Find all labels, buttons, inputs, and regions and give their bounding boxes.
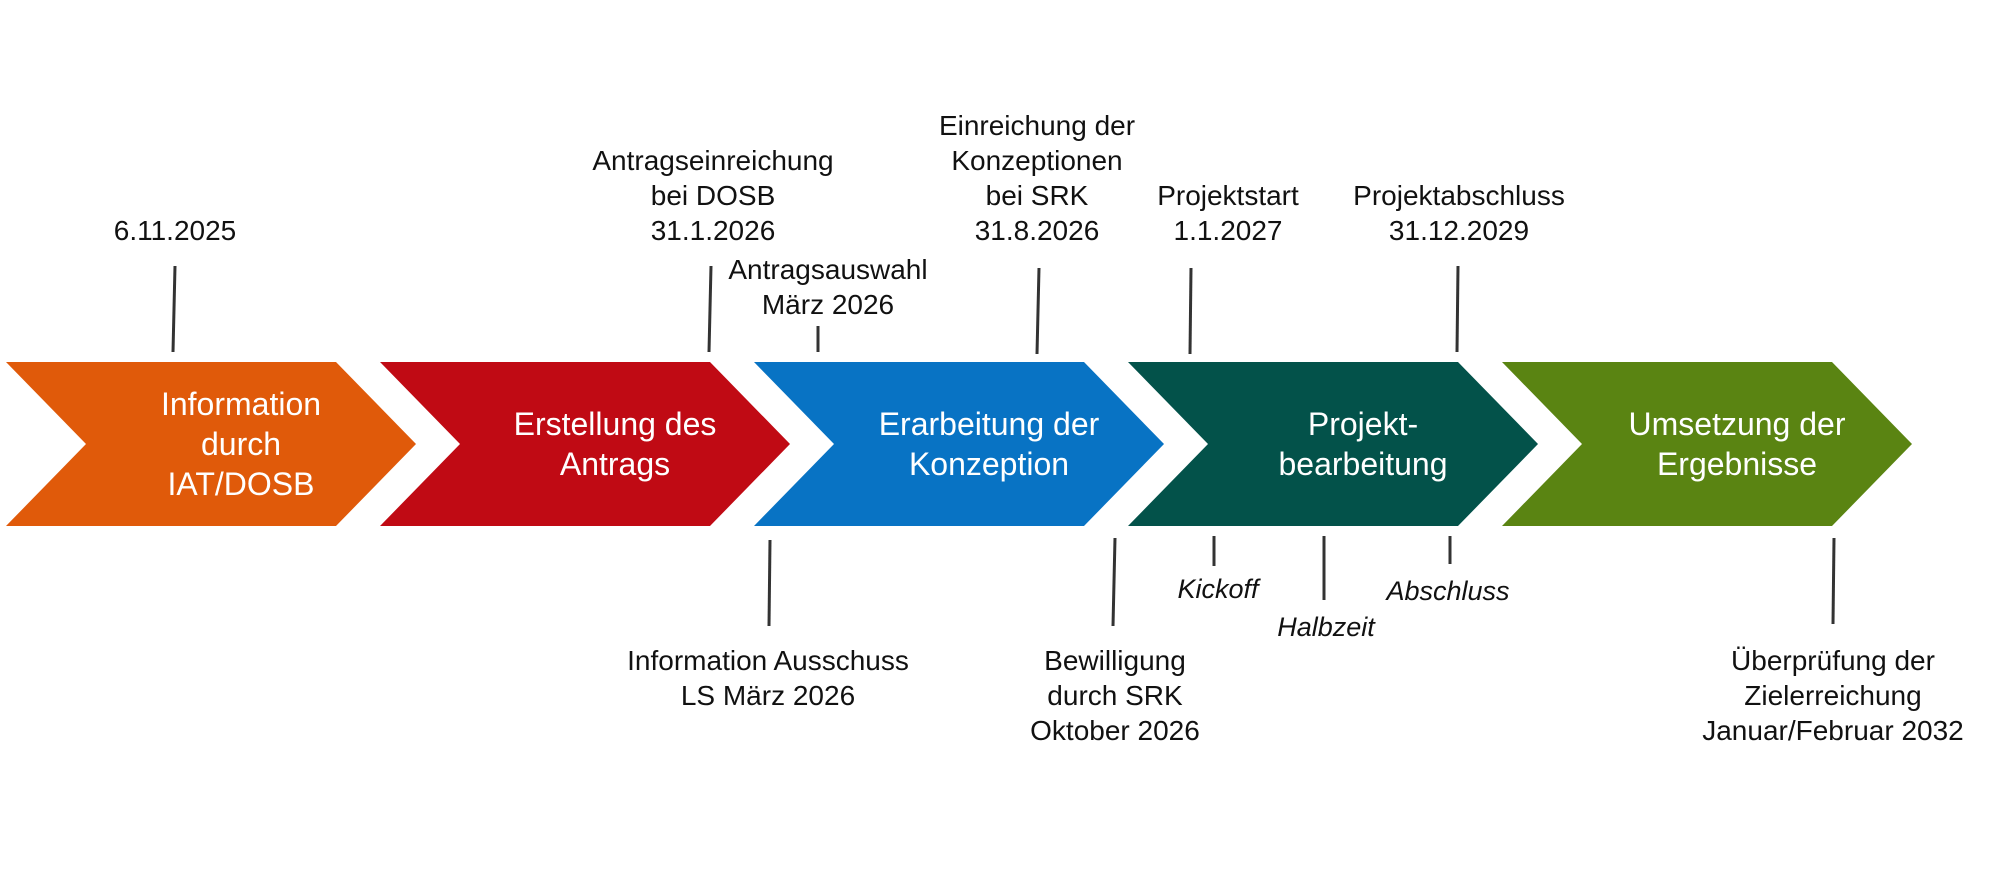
milestone-above-projektabschluss-label: 31.12.2029 — [1389, 215, 1529, 246]
milestone-above-projektstart-tick — [1188, 267, 1193, 355]
milestone-above-6-11-2025-label: 6.11.2025 — [114, 215, 237, 246]
milestone-below-bewilligung-tick — [1111, 537, 1117, 627]
phase-umsetzung-der-ergebnisse-label: Ergebnisse — [1657, 446, 1817, 482]
phase-umsetzung-der-ergebnisse-label: Umsetzung der — [1629, 406, 1846, 442]
milestone-above-antragseinreichung-label: Antragseinreichung — [592, 145, 833, 176]
milestone-above-einreichung-der-label: bei SRK — [986, 180, 1089, 211]
phase-information-durch-iat-dosb-label: Information — [161, 386, 321, 422]
phase-information-durch-iat-dosb-chevron — [6, 362, 416, 526]
phase-erstellung-des-antrags-label: Erstellung des — [514, 406, 717, 442]
milestone-above-antragseinreichung-label: 31.1.2026 — [651, 215, 776, 246]
phase-projekt-bearbeitung-label: bearbeitung — [1278, 446, 1447, 482]
milestone-above-einreichung-der-label: 31.8.2026 — [975, 215, 1100, 246]
phase-erarbeitung-der-konzeption-label: Konzeption — [909, 446, 1069, 482]
milestone-above-projektabschluss-tick — [1455, 265, 1460, 353]
milestone-above-projektstart-label: Projektstart — [1157, 180, 1299, 211]
milestone-below-überprüfung-der-label: Zielerreichung — [1744, 680, 1921, 711]
phase-erarbeitung-der-konzeption-label: Erarbeitung der — [879, 406, 1100, 442]
milestone-below-bewilligung-label: Bewilligung — [1044, 645, 1186, 676]
milestone-above-antragsauswahl-label: Antragsauswahl — [728, 254, 927, 285]
milestone-below-überprüfung-der-tick — [1831, 537, 1836, 625]
phase-umsetzung-der-ergebnisse-chevron — [1502, 362, 1912, 526]
milestone-below-abschluss-label: Abschluss — [1384, 576, 1509, 606]
milestone-above-projektabschluss-label: Projektabschluss — [1353, 180, 1565, 211]
milestone-below-überprüfung-der-label: Januar/Februar 2032 — [1702, 715, 1964, 746]
milestone-below-überprüfung-der-label: Überprüfung der — [1731, 645, 1935, 676]
milestone-above-antragseinreichung-tick — [707, 265, 713, 353]
phase-erstellung-des-antrags-label: Antrags — [560, 446, 670, 482]
milestone-below-kickoff-label: Kickoff — [1177, 574, 1261, 604]
phase-erstellung-des-antrags-chevron — [380, 362, 790, 526]
milestone-below-bewilligung-label: Oktober 2026 — [1030, 715, 1200, 746]
phase-projekt-bearbeitung-chevron — [1128, 362, 1538, 526]
milestone-below-information-ausschuss-tick — [767, 539, 772, 627]
milestone-above-einreichung-der-label: Konzeptionen — [951, 145, 1122, 176]
milestone-above-antragseinreichung-label: bei DOSB — [651, 180, 776, 211]
milestone-below-information-ausschuss-label: Information Ausschuss — [627, 645, 909, 676]
milestone-above-antragsauswahl-label: März 2026 — [762, 289, 894, 320]
milestone-above-projektstart-label: 1.1.2027 — [1174, 215, 1283, 246]
phase-information-durch-iat-dosb-label: durch — [201, 426, 281, 462]
phase-projekt-bearbeitung-label: Projekt- — [1308, 406, 1418, 442]
milestone-above-einreichung-der-tick — [1035, 267, 1041, 355]
milestone-above-einreichung-der-label: Einreichung der — [939, 110, 1135, 141]
phase-erarbeitung-der-konzeption-chevron — [754, 362, 1164, 526]
milestone-below-halbzeit-label: Halbzeit — [1277, 612, 1376, 642]
milestone-above-6-11-2025-tick — [171, 265, 177, 353]
phase-information-durch-iat-dosb-label: IAT/DOSB — [168, 466, 315, 502]
milestone-below-bewilligung-label: durch SRK — [1047, 680, 1183, 711]
milestone-below-information-ausschuss-label: LS März 2026 — [681, 680, 855, 711]
